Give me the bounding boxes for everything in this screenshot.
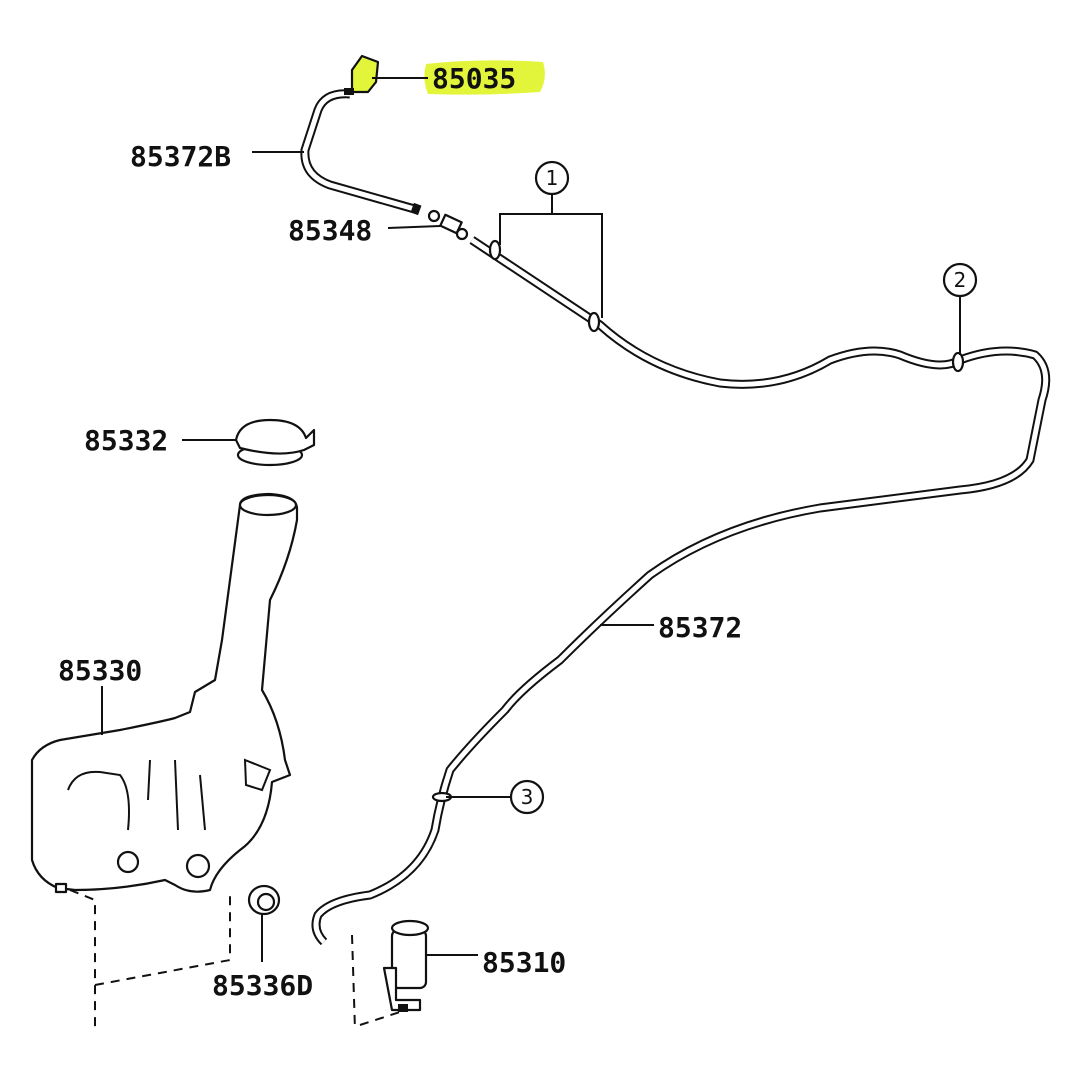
label-cap[interactable]: 85332 [84, 424, 168, 457]
label-pump[interactable]: 85310 [482, 946, 566, 979]
part-highlight [424, 60, 545, 95]
label-hose-upper[interactable]: 85372B [130, 140, 231, 173]
washer-hose [300, 89, 1051, 946]
callout-2-circle [942, 262, 978, 298]
label-grommet[interactable]: 85336D [212, 969, 313, 1002]
grommet [247, 884, 281, 916]
hose-connector [410, 202, 469, 241]
label-hose-main[interactable]: 85372 [658, 611, 742, 644]
label-tank[interactable]: 85330 [58, 654, 142, 687]
label-connector[interactable]: 85348 [288, 214, 372, 247]
callout-1: 1 [546, 166, 559, 190]
washer-tank [30, 492, 299, 894]
washer-nozzle [344, 54, 380, 95]
callout-3: 3 [521, 785, 534, 809]
tank-cap [234, 418, 316, 467]
leader-lines [101, 77, 961, 962]
callout-2: 2 [954, 268, 967, 292]
callout-3-circle [509, 779, 545, 815]
washer-pump [382, 919, 430, 1012]
label-nozzle[interactable]: 85035 [432, 62, 516, 95]
callout-1-circle [534, 160, 570, 196]
